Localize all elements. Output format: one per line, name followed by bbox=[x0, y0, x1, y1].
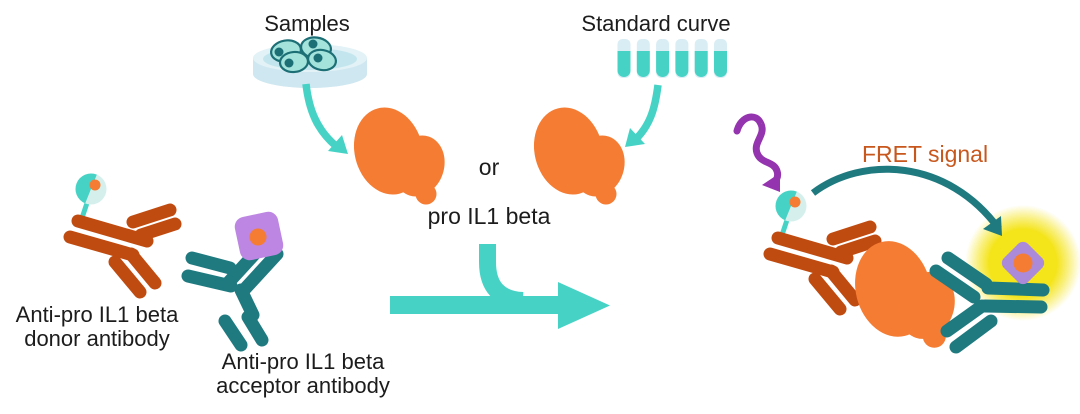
samples-label: Samples bbox=[264, 11, 350, 36]
donor-antibody-icon bbox=[70, 169, 175, 292]
acceptor-antibody-label-line2: acceptor antibody bbox=[216, 373, 390, 398]
samples-arrow bbox=[302, 83, 348, 154]
or-label: or bbox=[478, 154, 500, 180]
standard-curve-label: Standard curve bbox=[581, 11, 731, 36]
donor-antibody-label-line2: donor antibody bbox=[24, 326, 170, 351]
acceptor-antibody-label-line1: Anti-pro IL1 beta bbox=[221, 349, 385, 374]
tube-strip-icon bbox=[617, 39, 727, 78]
acceptor-antibody-label: Anti-pro IL1 beta acceptor antibody bbox=[216, 350, 390, 398]
acceptor-antibody-icon bbox=[929, 241, 1050, 354]
donor-antibody-label-line1: Anti-pro IL1 beta bbox=[15, 302, 179, 327]
pro-il1-beta-protein bbox=[525, 100, 633, 205]
fret-signal-arrow bbox=[810, 165, 1002, 236]
pro-il1-beta-label: pro IL1 beta bbox=[427, 203, 551, 229]
acceptor-dye-icon bbox=[1001, 241, 1045, 285]
standard-curve-arrow bbox=[625, 84, 662, 147]
donor-antibody-label: Anti-pro IL1 beta donor antibody bbox=[16, 303, 179, 351]
excitation-arrow bbox=[733, 113, 782, 192]
acceptor-antibody-icon bbox=[181, 211, 284, 352]
fret-signal-label: FRET signal bbox=[861, 141, 989, 167]
acceptor-dye-icon bbox=[234, 211, 284, 261]
pro-il1-beta-protein bbox=[345, 100, 453, 205]
reaction-arrow bbox=[390, 244, 610, 329]
petri-dish-icon bbox=[253, 36, 367, 88]
